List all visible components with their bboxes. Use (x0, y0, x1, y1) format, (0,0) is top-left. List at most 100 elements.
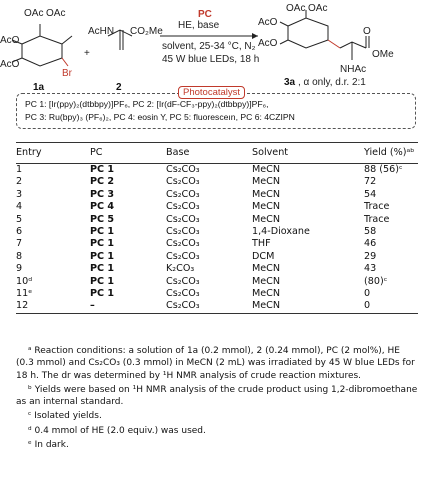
label-1a: 1a (33, 82, 45, 93)
plus-sign: + (84, 48, 90, 59)
cell-yield: 88 (56)ᶜ (364, 164, 403, 175)
p-group-ome: OMe (372, 49, 394, 60)
footnote-c: ᶜ Isolated yields. (28, 411, 102, 422)
reactant-2-structure (107, 29, 133, 50)
cell-yield: 46 (364, 238, 377, 250)
footnote-d: ᵈ 0.4 mmol of HE (2.0 equiv.) was used. (28, 425, 206, 436)
cell-yield: 58 (364, 226, 377, 238)
cell-solvent: MeCN (252, 288, 281, 300)
arrow-condition-1: HE, base (178, 20, 220, 31)
photocatalyst-title: Photocatalyst (178, 86, 246, 99)
cell-base: Cs₂CO₃ (166, 188, 200, 200)
r1-group-oac1: OAc (24, 8, 43, 19)
header-base: Base (166, 142, 252, 164)
cell-yield: Trace (364, 213, 390, 225)
cell-yield: 72 (364, 176, 377, 188)
cell-base: Cs₂CO₃ (166, 176, 200, 188)
cell-base: Cs₂CO₃ (166, 300, 252, 314)
cell-yield: 0 (364, 300, 418, 314)
cell-pc: PC 1 (90, 263, 115, 275)
cell-solvent: DCM (252, 250, 275, 262)
footnote-a: ᵃ Reaction conditions: a solution of 1a … (16, 346, 415, 381)
cell-base: Cs₂CO₃ (166, 226, 200, 238)
cell-solvent: MeCN (252, 188, 281, 200)
cell-pc: PC 1 (90, 164, 115, 175)
header-yield: Yield (%)ᵃᵇ (364, 142, 418, 164)
cell-pc: PC 1 (90, 238, 115, 250)
cell-yield: 29 (364, 250, 377, 262)
p-group-nhac: NHAc (340, 64, 366, 75)
cell-entry: 12 (16, 300, 90, 314)
cell-pc: PC 3 (90, 188, 115, 200)
r1-group-aco2: AcO (0, 59, 20, 70)
r2-group-co2me: CO₂Me (130, 26, 163, 37)
p-group-o: O (363, 26, 371, 37)
cell-pc: PC 1 (90, 250, 115, 262)
cell-pc: PC 1 (90, 288, 115, 300)
optimization-table: Entry PC Base Solvent Yield (%)ᵃᵇ 1 PC 1 C… (16, 142, 418, 314)
cell-base: K₂CO₃ (166, 263, 195, 275)
cell-base: Cs₂CO₃ (166, 238, 200, 250)
cell-entry: 7 (16, 238, 23, 250)
cell-yield: 0 (364, 288, 371, 300)
cell-yield: 43 (364, 263, 377, 275)
cell-pc: – (90, 300, 166, 314)
cell-solvent: MeCN (252, 275, 281, 287)
arrow-condition-2: solvent, 25-34 °C, N₂ (162, 41, 256, 52)
cell-yield: 54 (364, 188, 377, 200)
cell-entry: 5 (16, 213, 23, 225)
p-group-aco1: AcO (258, 17, 278, 28)
cell-pc: PC 2 (90, 176, 115, 188)
cell-pc: PC 1 (90, 275, 115, 287)
r1-group-br: Br (62, 68, 73, 79)
header-solvent: Solvent (252, 142, 364, 164)
cell-entry: 2 (16, 176, 23, 188)
cell-entry: 11ᵉ (16, 288, 33, 300)
arrow-condition-3: 45 W blue LEDs, 18 h (162, 54, 259, 65)
cell-solvent: MeCN (252, 164, 281, 175)
photocatalyst-line-2: PC 3: Ru(bpy)₃ (PF₆)₂, PC 4: eosin Y, PC… (25, 112, 295, 122)
r2-group-achn: AcHN (88, 26, 114, 37)
r1-group-aco1: AcO (0, 35, 20, 46)
table-row: 11ᵉ PC 1 Cs₂CO₃ MeCN 0 (16, 288, 418, 300)
cell-pc: PC 5 (90, 213, 115, 225)
p-group-oac1: OAc (286, 3, 305, 14)
cell-base: Cs₂CO₃ (166, 288, 200, 300)
cell-solvent: MeCN (252, 300, 364, 314)
header-entry: Entry (16, 142, 90, 164)
table-footnotes: ᵃ Reaction conditions: a solution of 1a … (16, 345, 418, 453)
product-note: , α only, d.r. 2:1 (298, 77, 366, 88)
cell-entry: 3 (16, 188, 23, 200)
cell-base: Cs₂CO₃ (166, 275, 200, 287)
table-header-row: Entry PC Base Solvent Yield (%)ᵃᵇ (16, 142, 418, 164)
cell-solvent: THF (252, 238, 271, 250)
cell-entry: 9 (16, 263, 23, 275)
arrow-pc: PC (198, 9, 212, 20)
p-group-aco2: AcO (258, 38, 278, 49)
cell-entry: 10ᵈ (16, 275, 33, 287)
r1-group-oac2: OAc (46, 8, 65, 19)
header-pc: PC (90, 142, 166, 164)
cell-base: Cs₂CO₃ (166, 250, 200, 262)
reaction-scheme: OAc OAc AcO AcO Br 1a + AcHN CO₂Me 2 PC … (0, 3, 394, 93)
cell-base: Cs₂CO₃ (166, 213, 200, 225)
cell-pc: PC 4 (90, 201, 115, 213)
table-row: 3 PC 3 Cs₂CO₃ MeCN 54 (16, 189, 418, 201)
cell-solvent: MeCN (252, 201, 281, 213)
footnote-e: ᵉ In dark. (28, 440, 69, 451)
photocatalyst-line-1: PC 1: [Ir(ppy)₂(dtbbpy)]PF₆, PC 2: [Ir(d… (25, 99, 269, 109)
p-group-oac2: OAc (308, 3, 327, 14)
footnote-b: ᵇ Yields were based on ¹H NMR analysis o… (16, 384, 418, 408)
label-3a: 3a (284, 77, 296, 88)
cell-entry: 1 (16, 164, 23, 175)
reactant-1a-structure (11, 24, 73, 67)
